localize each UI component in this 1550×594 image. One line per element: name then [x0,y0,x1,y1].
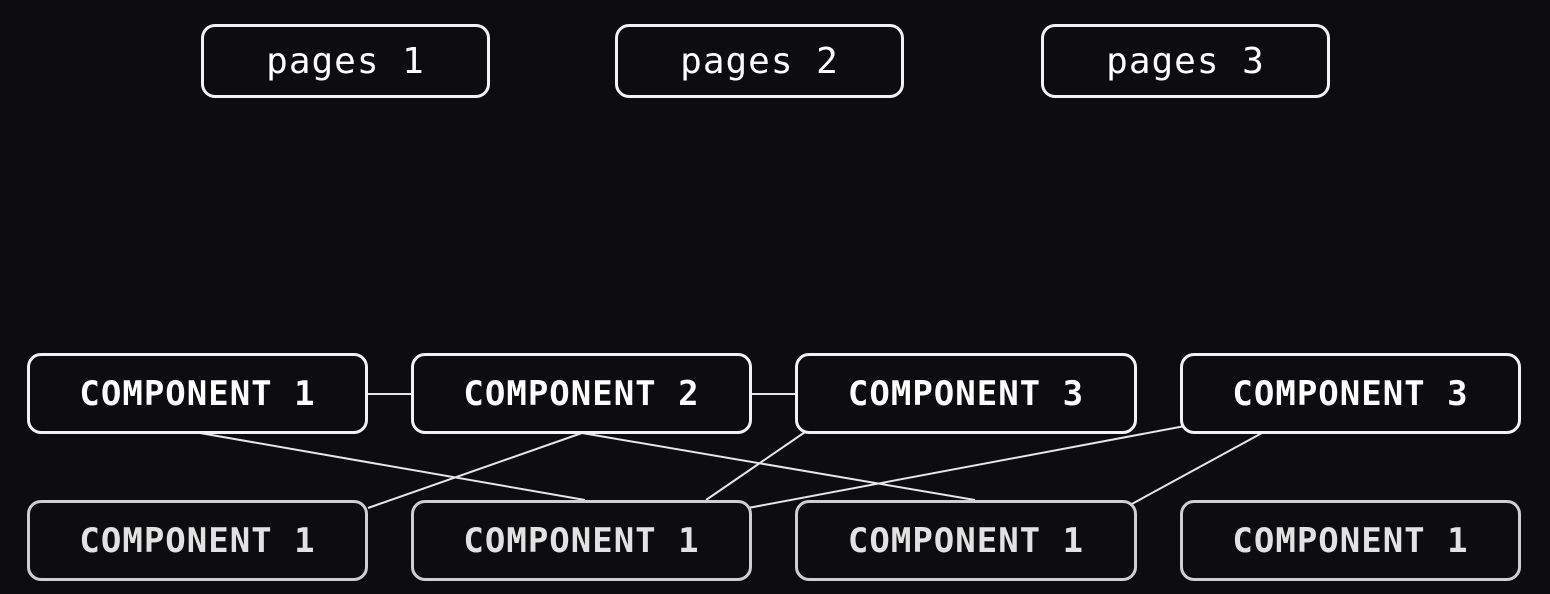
pages-3-label: pages 3 [1106,40,1265,82]
component-label: COMPONENT 1 [79,520,316,561]
connector-top2-bot3 [581,432,976,501]
component-box-top-2[interactable]: COMPONENT 2 [411,353,752,434]
component-label: COMPONENT 1 [1232,520,1469,561]
component-label: COMPONENT 3 [1232,373,1469,414]
pages-2-box[interactable]: pages 2 [615,24,904,98]
connector-top4-bot3 [1129,432,1263,506]
component-box-top-3[interactable]: COMPONENT 3 [795,353,1137,434]
pages-3-box[interactable]: pages 3 [1041,24,1330,98]
component-label: COMPONENT 1 [79,373,316,414]
component-label: COMPONENT 2 [463,373,700,414]
component-label: COMPONENT 1 [847,520,1085,561]
pages-1-label: pages 1 [266,40,425,82]
component-label: COMPONENT 1 [463,520,700,561]
component-box-bottom-1[interactable]: COMPONENT 1 [27,500,368,581]
component-box-bottom-2[interactable]: COMPONENT 1 [411,500,752,581]
pages-1-box[interactable]: pages 1 [201,24,490,98]
pages-2-label: pages 2 [680,40,839,82]
connector-top4-bot2 [747,425,1186,509]
component-box-top-1[interactable]: COMPONENT 1 [27,353,368,434]
connector-top2-bot1 [367,432,583,509]
component-box-bottom-3[interactable]: COMPONENT 1 [795,500,1137,581]
component-box-bottom-4[interactable]: COMPONENT 1 [1180,500,1521,581]
connector-top1-bot2 [199,432,586,501]
connector-top3-bot2 [705,429,809,501]
component-box-top-4[interactable]: COMPONENT 3 [1180,353,1521,434]
component-label: COMPONENT 3 [847,373,1085,414]
